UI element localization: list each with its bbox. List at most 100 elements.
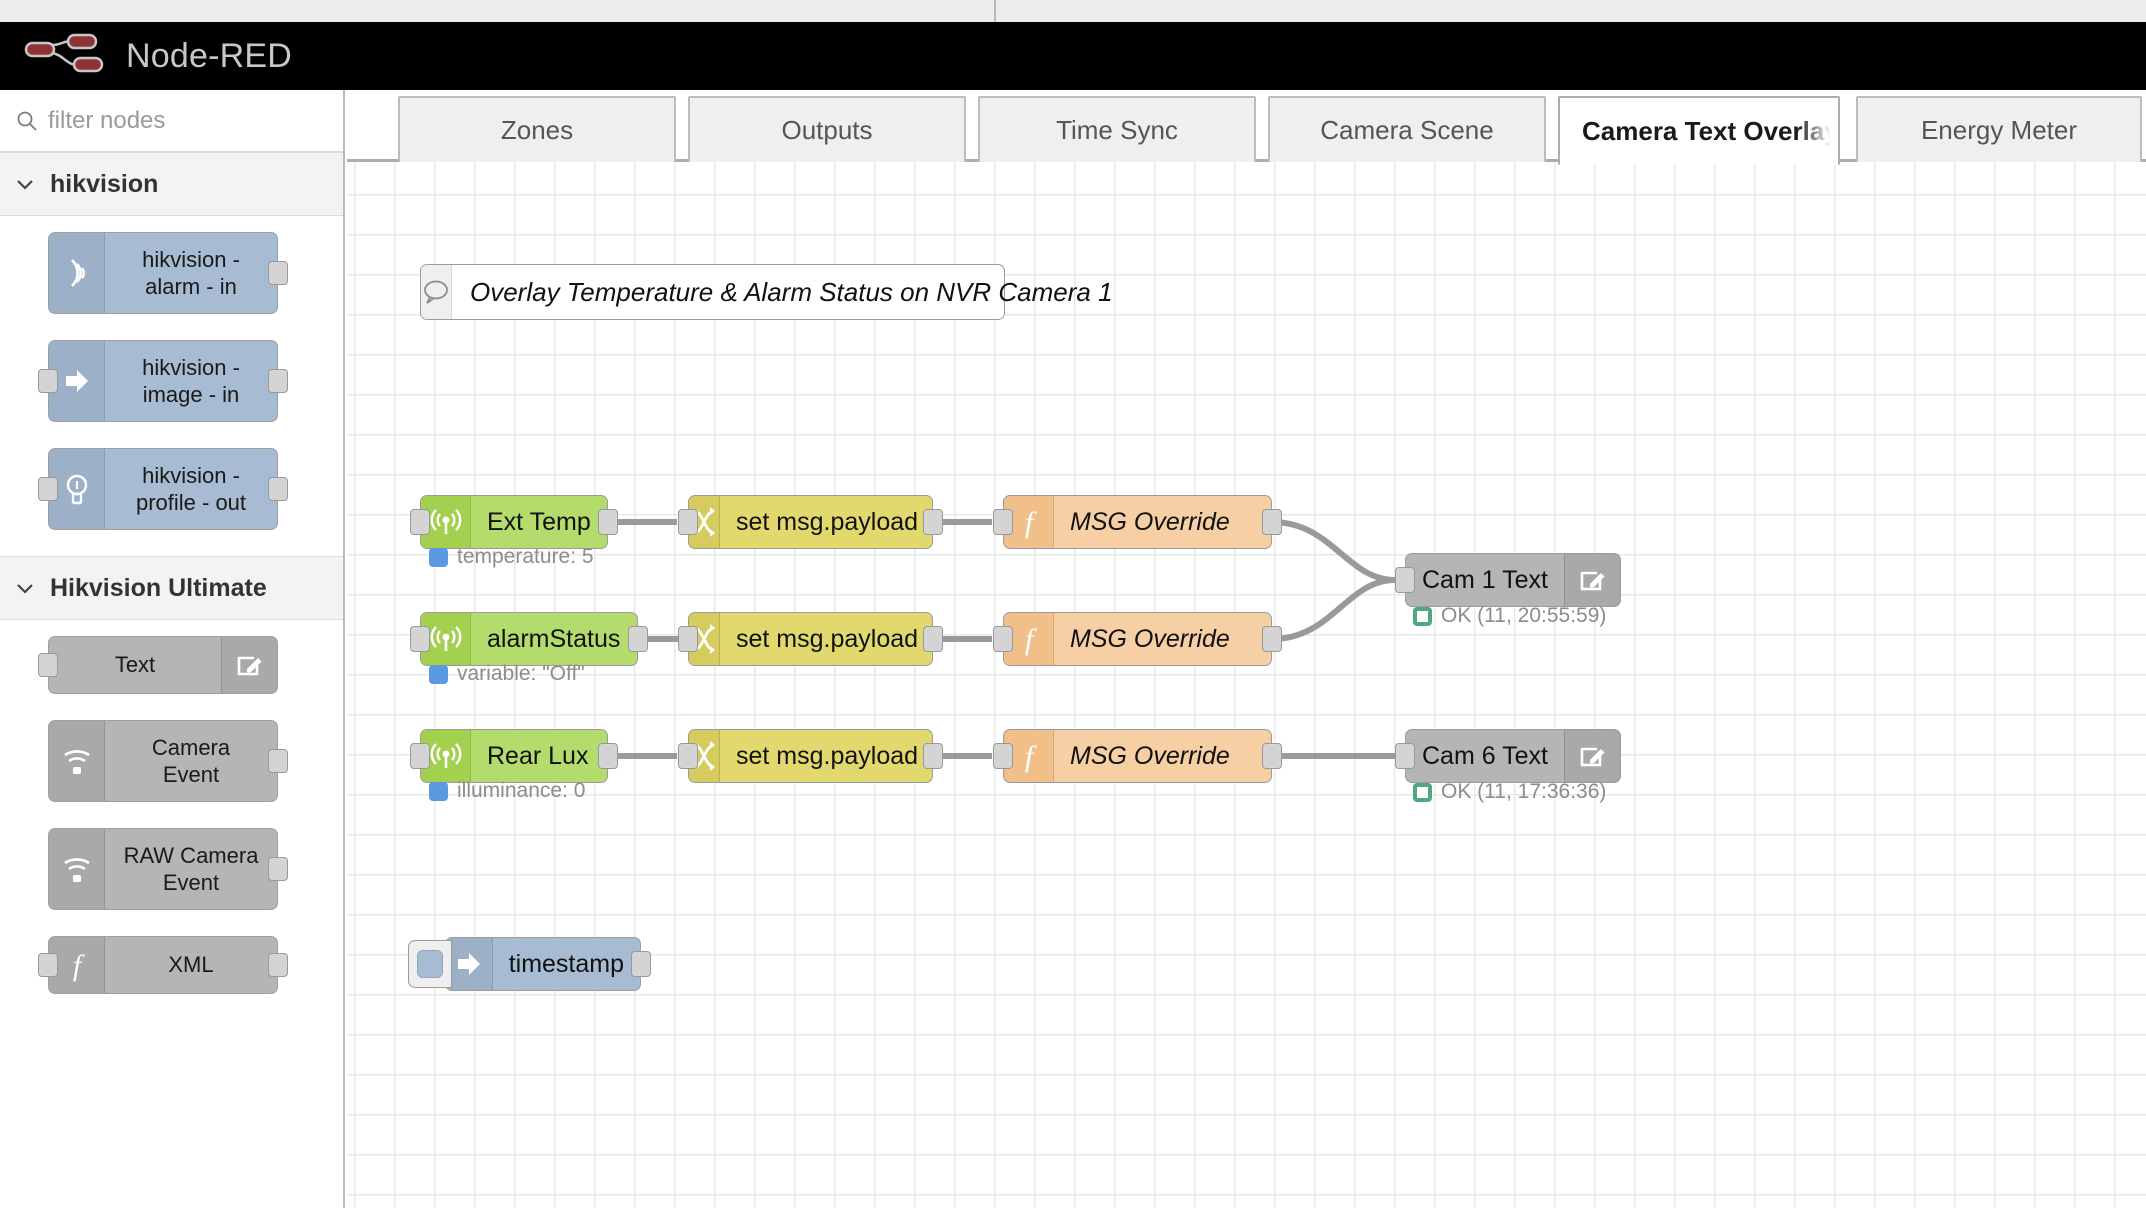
flow-canvas[interactable]: Overlay Temperature & Alarm Status on NV…: [347, 162, 2146, 1208]
palette-node-label: Text: [114, 652, 156, 678]
node-input-port[interactable]: [993, 509, 1013, 535]
palette-node-xml[interactable]: f XML: [38, 936, 288, 994]
node-output-port[interactable]: [1262, 743, 1282, 769]
status-cam6-text: OK (11, 17:36:36): [1413, 780, 1606, 804]
flow-node-label: timestamp: [508, 949, 624, 978]
signal-wave-icon: [49, 233, 105, 313]
flow-node-msg-override-1[interactable]: f MSG Override: [993, 495, 1282, 549]
node-input-port[interactable]: [410, 509, 430, 535]
tab-camera-text-overlay[interactable]: Camera Text Overlay: [1558, 96, 1840, 165]
node-output-port[interactable]: [268, 857, 288, 881]
node-input-port[interactable]: [1395, 743, 1415, 769]
flow-tab-bar: Zones Outputs Time Sync Camera Scene Cam…: [347, 90, 2146, 165]
tab-camera-scene[interactable]: Camera Scene: [1268, 96, 1546, 162]
node-output-port[interactable]: [631, 951, 651, 977]
node-output-port[interactable]: [598, 743, 618, 769]
palette-node-label: XML: [168, 952, 214, 978]
inject-trigger-button[interactable]: [408, 940, 452, 988]
flow-node-timestamp[interactable]: timestamp: [408, 937, 651, 991]
tab-outputs[interactable]: Outputs: [688, 96, 966, 162]
node-output-port[interactable]: [268, 261, 288, 285]
flow-node-set-payload-3[interactable]: set msg.payload: [678, 729, 943, 783]
svg-text:f: f: [1024, 740, 1036, 773]
node-input-port[interactable]: [678, 626, 698, 652]
tab-time-sync[interactable]: Time Sync: [978, 96, 1256, 162]
node-input-port[interactable]: [410, 626, 430, 652]
status-text: OK (11, 17:36:36): [1441, 780, 1607, 803]
palette-search[interactable]: filter nodes: [0, 90, 343, 152]
palette-node-label: hikvision -image - in: [142, 354, 240, 408]
node-input-port[interactable]: [993, 743, 1013, 769]
palette-node-hikvision-image-in[interactable]: hikvision -image - in: [38, 340, 288, 422]
tab-energy-meter[interactable]: Energy Meter: [1856, 96, 2142, 162]
node-input-port[interactable]: [38, 369, 58, 393]
node-output-port[interactable]: [923, 626, 943, 652]
palette-list-hikvision: hikvision -alarm - in hikvision -image -…: [0, 216, 343, 530]
node-input-port[interactable]: [38, 477, 58, 501]
flow-node-cam6-text[interactable]: Cam 6 Text: [1395, 729, 1621, 783]
comment-text: Overlay Temperature & Alarm Status on NV…: [470, 276, 1113, 307]
status-indicator-green-ring: [1413, 782, 1432, 802]
comment-node[interactable]: Overlay Temperature & Alarm Status on NV…: [420, 264, 1113, 320]
flow-node-label: MSG Override: [1070, 741, 1230, 770]
node-output-port[interactable]: [1262, 626, 1282, 652]
edit-pencil-icon[interactable]: [1564, 730, 1620, 782]
status-cam1-text: OK (11, 20:55:59): [1413, 604, 1606, 628]
flow-node-label: Rear Lux: [487, 741, 589, 770]
node-input-port[interactable]: [993, 626, 1013, 652]
node-output-port[interactable]: [268, 953, 288, 977]
flow-node-set-payload-1[interactable]: set msg.payload: [678, 495, 943, 549]
node-input-port[interactable]: [1395, 567, 1415, 593]
app-title: Node-RED: [126, 36, 292, 75]
palette-category-label: hikvision: [50, 169, 159, 198]
node-input-port[interactable]: [38, 653, 58, 677]
inject-button-square: [417, 950, 443, 978]
flow-node-rear-lux[interactable]: Rear Lux: [410, 729, 618, 783]
flow-node-ext-temp[interactable]: Ext Temp: [410, 495, 618, 549]
status-text: variable: "Off": [457, 662, 585, 685]
status-indicator-blue-square: [429, 781, 448, 801]
palette-search-placeholder: filter nodes: [48, 106, 166, 134]
node-output-port[interactable]: [628, 626, 648, 652]
edit-pencil-icon[interactable]: [1564, 554, 1620, 606]
tab-label: Camera Text Overlay: [1582, 116, 1839, 146]
palette-category-hikvision[interactable]: hikvision: [0, 152, 343, 216]
node-output-port[interactable]: [268, 369, 288, 393]
palette-node-hikvision-alarm-in[interactable]: hikvision -alarm - in: [48, 232, 288, 314]
flow-node-cam1-text[interactable]: Cam 1 Text: [1395, 553, 1621, 607]
node-output-port[interactable]: [923, 509, 943, 535]
arrow-right-icon: [49, 341, 105, 421]
comment-bubble-icon: [421, 265, 452, 319]
arrow-right-icon: [446, 938, 493, 990]
status-text: OK (11, 20:55:59): [1441, 604, 1607, 627]
palette-category-label: Hikvision Ultimate: [50, 573, 267, 602]
node-output-port[interactable]: [923, 743, 943, 769]
flow-node-label: Cam 6 Text: [1422, 741, 1548, 770]
status-indicator-green-ring: [1413, 606, 1432, 626]
node-input-port[interactable]: [38, 953, 58, 977]
flow-node-msg-override-2[interactable]: f MSG Override: [993, 612, 1282, 666]
node-input-port[interactable]: [678, 509, 698, 535]
flow-node-label: Cam 1 Text: [1422, 565, 1548, 594]
palette-node-hikvision-profile-out[interactable]: hikvision -profile - out: [38, 448, 288, 530]
tab-zones[interactable]: Zones: [398, 96, 676, 162]
node-input-port[interactable]: [410, 743, 430, 769]
node-output-port[interactable]: [268, 477, 288, 501]
palette-node-text[interactable]: Text: [38, 636, 278, 694]
node-output-port[interactable]: [268, 749, 288, 773]
flow-node-label: set msg.payload: [736, 624, 919, 653]
flow-node-msg-override-3[interactable]: f MSG Override: [993, 729, 1282, 783]
chevron-down-icon: [17, 180, 33, 190]
flow-node-set-payload-2[interactable]: set msg.payload: [678, 612, 943, 666]
node-output-port[interactable]: [598, 509, 618, 535]
node-red-logo-icon: [24, 33, 104, 73]
node-input-port[interactable]: [678, 743, 698, 769]
flow-node-label: set msg.payload: [736, 741, 919, 770]
node-output-port[interactable]: [1262, 509, 1282, 535]
flow-node-alarm-status[interactable]: alarmStatus: [410, 612, 648, 666]
flow-node-label: MSG Override: [1070, 624, 1230, 653]
palette-category-hikvision-ultimate[interactable]: Hikvision Ultimate: [0, 556, 343, 620]
